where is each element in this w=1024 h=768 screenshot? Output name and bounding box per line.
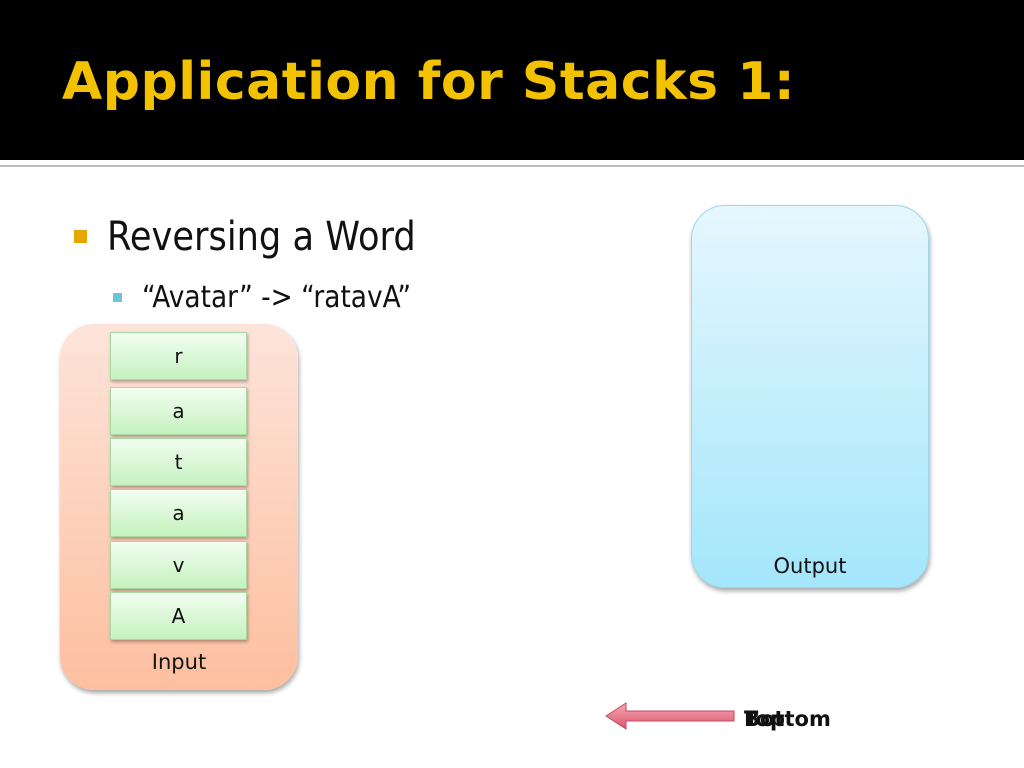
title-divider-shadow <box>0 165 1024 167</box>
title-divider <box>0 160 1024 164</box>
output-stack-container <box>691 205 929 588</box>
output-label: Output <box>773 554 847 578</box>
input-label: Input <box>151 650 207 674</box>
bullet-text-level1: Reversing a Word <box>107 214 416 260</box>
stack-cell: v <box>110 541 247 589</box>
bullet-square-small-icon <box>113 293 122 302</box>
title-bar: Application for Stacks 1: <box>0 0 1024 160</box>
pointer-arrow-icon <box>605 702 735 730</box>
stack-cell: A <box>110 592 247 640</box>
stack-cell: a <box>110 387 247 435</box>
stack-cell: a <box>110 489 247 537</box>
stack-cell: t <box>110 438 247 486</box>
bottom-marker-label: Bottom <box>744 707 831 731</box>
bullet-square-icon <box>74 230 87 243</box>
slide-title: Application for Stacks 1: <box>62 52 796 112</box>
top-marker-label: Top <box>744 707 785 731</box>
stack-cell: r <box>110 332 247 380</box>
bullet-text-level2: “Avatar” -> “ratavA” <box>142 280 412 315</box>
